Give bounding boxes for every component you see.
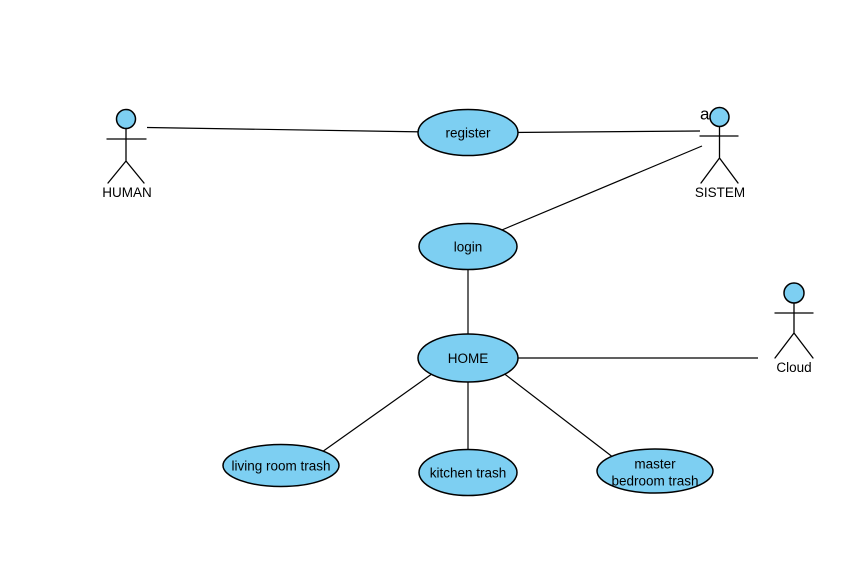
connector-home-masterbedroomtrash <box>501 371 615 459</box>
actor-human-label: HUMAN <box>102 185 152 200</box>
actor-cloud-head-icon <box>783 282 805 304</box>
actor-cloud-figure-icon <box>774 302 814 359</box>
register-ellipse <box>417 108 519 157</box>
actor-cloud: Cloud <box>774 282 814 375</box>
home-label: HOME <box>448 351 489 366</box>
living-room-trash-ellipse <box>222 443 340 488</box>
master-bedroom-trash-label-line2: bedroom trash <box>611 474 698 489</box>
actor-cloud-label: Cloud <box>776 360 811 375</box>
actor-sistem-figure-icon <box>699 125 739 184</box>
use-case-living-room-trash: living room trash <box>222 443 340 488</box>
connector-home-livingroomtrash <box>321 370 437 453</box>
login-ellipse <box>418 222 518 271</box>
master-bedroom-trash-ellipse <box>596 448 714 494</box>
actor-sistem-label: SISTEM <box>695 185 745 200</box>
living-room-trash-label: living room trash <box>231 459 330 474</box>
connectors <box>146 126 758 459</box>
login-label: login <box>454 240 483 255</box>
actor-sistem-stray-annotation: a <box>700 105 710 124</box>
actor-sistem-head-icon <box>709 106 730 128</box>
actor-sistem: a SISTEM <box>695 105 745 201</box>
connector-register-sistem <box>509 130 701 134</box>
use-case-home: HOME <box>417 333 519 383</box>
use-case-kitchen-trash: kitchen trash <box>418 448 518 497</box>
use-case-login: login <box>418 222 518 271</box>
kitchen-trash-label: kitchen trash <box>430 466 507 481</box>
kitchen-trash-ellipse <box>418 448 518 497</box>
connector-login-sistem <box>496 145 703 233</box>
actor-human: HUMAN <box>102 108 152 200</box>
master-bedroom-trash-label-line1: master <box>634 457 676 472</box>
home-ellipse <box>417 333 519 383</box>
register-label: register <box>445 126 491 141</box>
actor-human-head-icon <box>115 108 137 130</box>
actor-human-figure-icon <box>106 127 147 184</box>
connector-human-register <box>146 126 431 133</box>
use-case-master-bedroom-trash: master bedroom trash <box>596 448 714 494</box>
use-case-register: register <box>417 108 519 157</box>
